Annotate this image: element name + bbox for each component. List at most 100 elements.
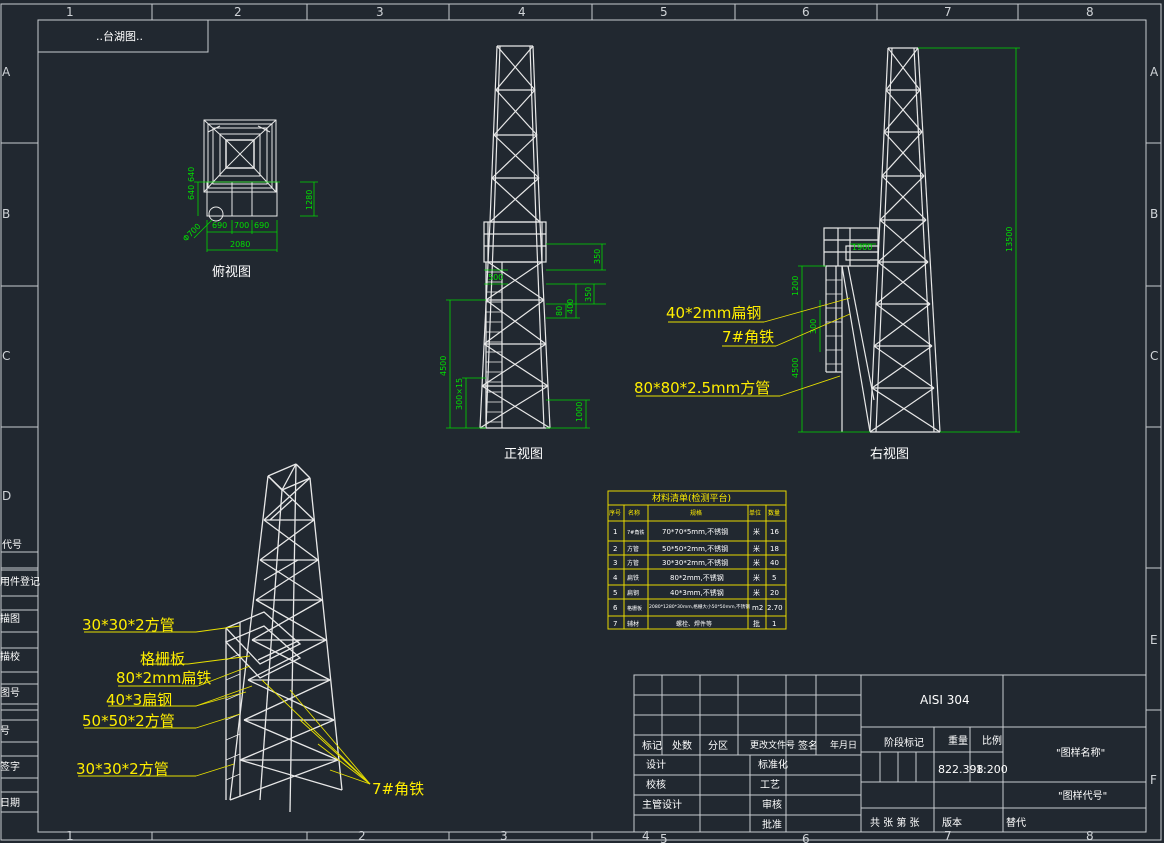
callout-label: 格栅板 bbox=[140, 650, 185, 668]
rev-header: 处数 bbox=[672, 739, 692, 752]
callout-label: 50*50*2方管 bbox=[82, 712, 175, 730]
title-block: AISI 304 标记 处数 分区 更改文件号 签名 年月日 设计 校核 主管设… bbox=[633, 674, 1147, 833]
tb-sheets: 共 张 第 张 bbox=[870, 816, 920, 829]
view-caption: 右视图 bbox=[870, 447, 909, 462]
dim-label: 350 bbox=[584, 287, 593, 302]
bom-cell: 2080*1280*30mm,格栅大小50*50mm,不锈钢 bbox=[649, 603, 750, 610]
bom-cell: 40 bbox=[770, 559, 779, 567]
callout-label: 80*2mm扁铁 bbox=[116, 669, 211, 687]
view-caption: 俯视图 bbox=[212, 264, 251, 280]
outer-frame bbox=[0, 3, 1162, 841]
view-caption: 正视图 bbox=[504, 447, 543, 462]
bom-cell: 扁铁 bbox=[627, 574, 639, 582]
dim-label: 80 bbox=[555, 306, 564, 316]
dim-label: 1200 bbox=[791, 276, 800, 296]
grid-labels: 1 2 3 4 5 6 7 8 1 2 3 4 5 6 7 8 A B C D … bbox=[2, 5, 1159, 843]
dim-label: 1000 bbox=[575, 402, 584, 422]
strip-label: 号 bbox=[0, 725, 10, 737]
col-label: 2 bbox=[234, 5, 242, 19]
col-label: 2 bbox=[358, 829, 366, 843]
bom-cell: 20 bbox=[770, 589, 779, 597]
bom-cell: 4 bbox=[613, 574, 618, 582]
top-view: 640 640 1280 690 700 690 2080 Φ700 俯视图 bbox=[181, 119, 318, 280]
strip-label: 图号 bbox=[0, 687, 20, 699]
bom-cell: 50*50*2mm,不锈钢 bbox=[662, 544, 728, 553]
bom-cell: 扁钢 bbox=[627, 589, 639, 597]
col-label: 3 bbox=[376, 5, 384, 19]
bom-cell: 米 bbox=[753, 558, 760, 567]
strip-label: 用件登记 bbox=[0, 575, 40, 588]
col-label: 5 bbox=[660, 832, 668, 843]
col-label: 7 bbox=[944, 829, 952, 843]
tb-approve: 批准 bbox=[762, 818, 782, 831]
bom-cell: 2.70 bbox=[767, 604, 783, 612]
bom-table: 材料清单(检测平台) 序号 名称 规格 单位 数量 1 7#角铁 70*70*5… bbox=[607, 490, 787, 630]
callout-label: 40*3扁钢 bbox=[106, 691, 172, 709]
bom-cell: 米 bbox=[753, 588, 760, 597]
bom-cell: 7#角铁 bbox=[627, 529, 644, 536]
tb-scale: 比例 bbox=[982, 734, 1002, 747]
tb-drawing-code: "图样代号" bbox=[1058, 789, 1107, 802]
col-label: 4 bbox=[518, 5, 526, 19]
col-label: 6 bbox=[802, 5, 810, 19]
bom-cell: 3 bbox=[613, 559, 617, 567]
dim-label: 690 bbox=[254, 221, 269, 230]
left-strip-labels: 代号 用件登记 描图 描校 图号 号 签字 日期 bbox=[0, 539, 40, 809]
bom-header: 单位 bbox=[749, 509, 761, 517]
bom-cell: 米 bbox=[753, 527, 760, 536]
bom-cell: m2 bbox=[752, 604, 763, 612]
tb-weight: 重量 bbox=[948, 734, 968, 747]
col-label: 8 bbox=[1086, 829, 1094, 843]
bom-title: 材料清单(检测平台) bbox=[652, 492, 731, 504]
dim-label: 13500 bbox=[1005, 227, 1014, 252]
dim-label: 700 bbox=[234, 221, 249, 230]
rev-header: 更改文件号 bbox=[750, 739, 795, 751]
row-label: F bbox=[1150, 773, 1157, 787]
tb-design: 设计 bbox=[646, 758, 666, 771]
bom-header: 名称 bbox=[628, 509, 640, 517]
strip-label: 签字 bbox=[0, 760, 20, 773]
row-label: C bbox=[1150, 349, 1158, 363]
row-label: A bbox=[1150, 65, 1159, 79]
dim-label: 640 bbox=[187, 185, 196, 200]
bom-header: 数量 bbox=[768, 509, 780, 517]
tb-check: 校核 bbox=[646, 778, 666, 791]
col-label: 5 bbox=[660, 5, 668, 19]
bom-cell: 米 bbox=[753, 544, 760, 553]
bom-cell: 1 bbox=[613, 528, 617, 536]
rev-header: 分区 bbox=[708, 740, 728, 752]
dim-label: 300×15 bbox=[455, 378, 464, 410]
dim-label: 640 bbox=[187, 167, 196, 182]
bom-cell: 方管 bbox=[627, 545, 639, 553]
bom-cell: 5 bbox=[772, 574, 776, 582]
bom-cell: 辅材 bbox=[627, 620, 639, 628]
row-label: E bbox=[1150, 633, 1158, 647]
col-label: 7 bbox=[944, 5, 952, 19]
tb-review: 审核 bbox=[762, 798, 782, 811]
front-view: 4500 300×15 500 350 350 80 400 1000 正视图 bbox=[439, 45, 606, 462]
rev-header: 标记 bbox=[642, 740, 662, 752]
bom-cell: 30*30*2mm,不锈钢 bbox=[662, 558, 728, 567]
col-label: 1 bbox=[66, 829, 74, 843]
rev-header: 年月日 bbox=[830, 739, 857, 751]
bom-header: 序号 bbox=[609, 509, 621, 517]
dim-label: 4500 bbox=[439, 356, 448, 376]
tb-weight-value: 822.398 bbox=[938, 763, 984, 776]
bom-cell: 5 bbox=[613, 589, 617, 597]
row-label: B bbox=[2, 207, 10, 221]
tb-stage-mark: 阶段标记 bbox=[884, 736, 924, 749]
bom-cell: 70*70*5mm,不锈钢 bbox=[662, 527, 728, 536]
callout-label: 7#角铁 bbox=[722, 328, 774, 346]
col-label: 8 bbox=[1086, 5, 1094, 19]
bom-cell: 16 bbox=[770, 528, 779, 536]
tb-replace: 替代 bbox=[1006, 816, 1026, 829]
dim-label: 1900 bbox=[852, 243, 872, 252]
material-label: AISI 304 bbox=[920, 693, 970, 707]
bom-header: 规格 bbox=[690, 509, 702, 517]
dim-label: 500 bbox=[488, 273, 503, 282]
bom-cell: 格栅板 bbox=[627, 605, 642, 612]
tb-drawing-name: "图样名称" bbox=[1056, 746, 1105, 759]
col-label: 4 bbox=[642, 829, 650, 843]
row-label: D bbox=[2, 489, 11, 503]
col-label: 6 bbox=[802, 832, 810, 843]
